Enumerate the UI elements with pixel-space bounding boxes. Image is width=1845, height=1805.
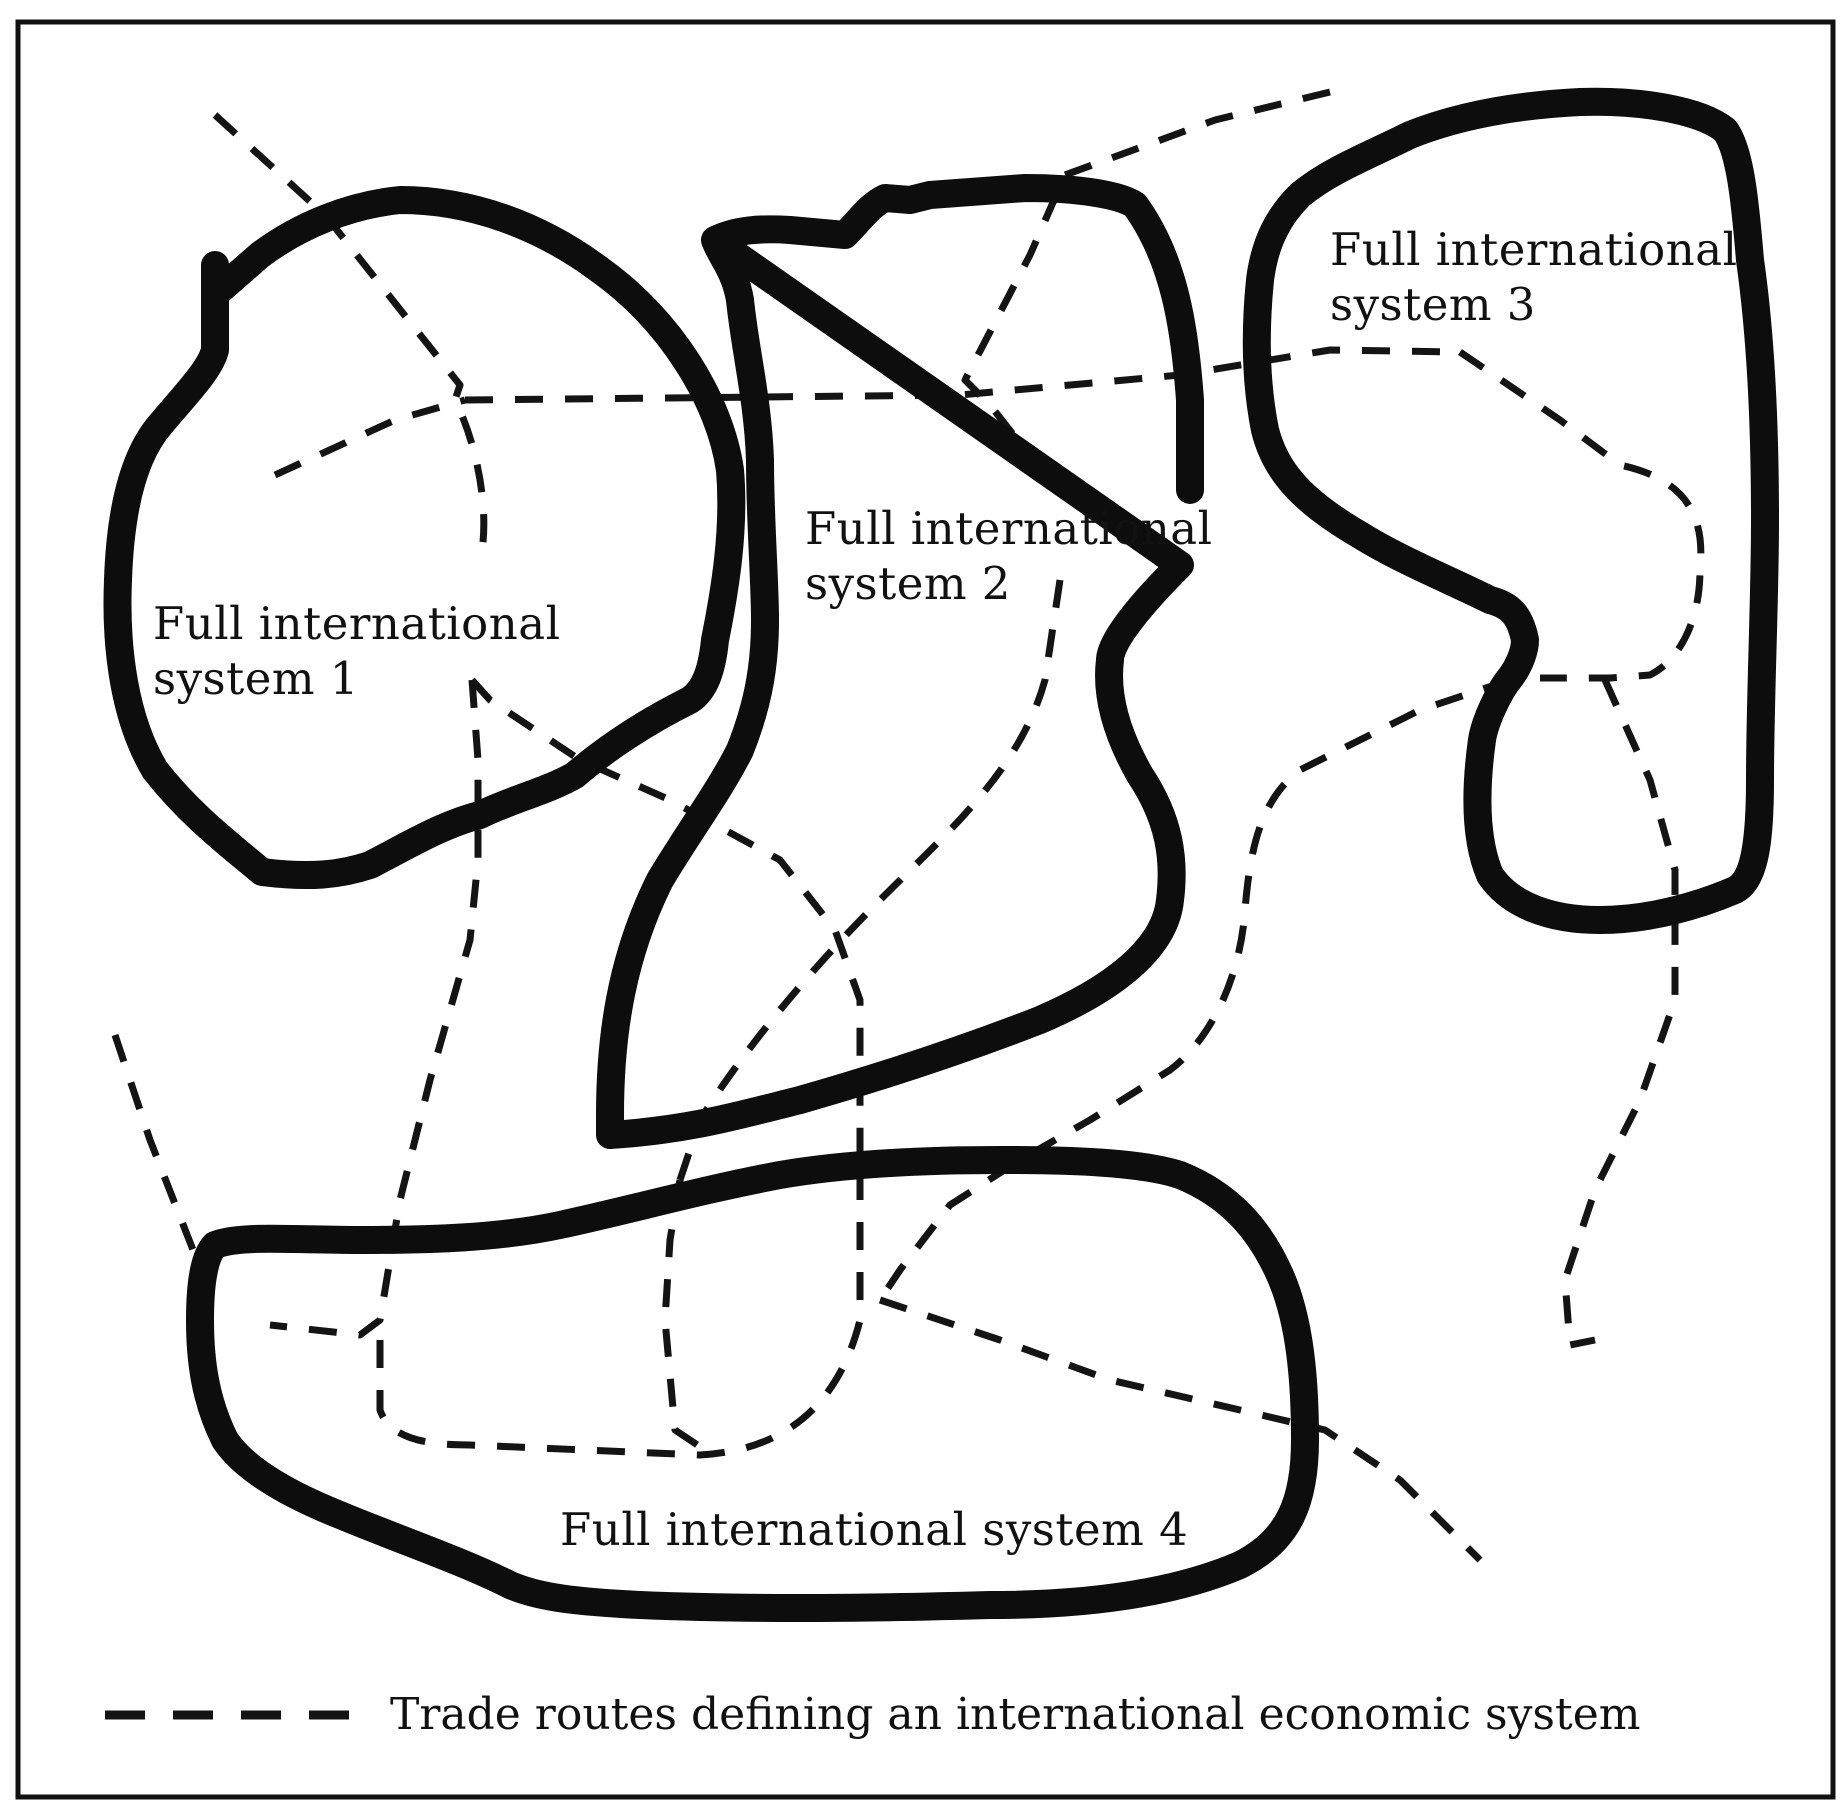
trade-route — [464, 346, 1461, 404]
trade-route — [877, 676, 1512, 1302]
trade-route — [676, 579, 1064, 1182]
trade-route — [661, 1179, 707, 1453]
trade-route — [1458, 349, 1705, 682]
system-3-boundary — [1242, 87, 1779, 934]
system-1-label-line2: system 1 — [153, 652, 359, 705]
trade-route — [273, 396, 466, 479]
system-1-boundary — [103, 186, 746, 890]
system-outlines — [103, 87, 1779, 1623]
system-2-label-line2: system 2 — [805, 557, 1011, 610]
system-2-label-line1: Full international — [805, 502, 1212, 555]
trade-route — [961, 88, 1331, 478]
trade-route — [269, 679, 482, 1339]
system-3-label-line2: system 3 — [1330, 278, 1536, 331]
trade-route — [878, 1296, 1483, 1563]
trade-route — [212, 112, 488, 561]
trade-route — [469, 677, 864, 1160]
system-1-label-line1: Full international — [153, 597, 560, 650]
system-4-label: Full international system 4 — [560, 1503, 1188, 1556]
system-2-boundary — [596, 174, 1204, 1149]
trade-route — [376, 1160, 864, 1459]
system-3-label-line1: Full international — [1330, 223, 1737, 276]
trade-route — [111, 1033, 208, 1268]
trade-route — [1561, 678, 1679, 1349]
legend: Trade routes defining an international e… — [105, 1689, 1640, 1740]
trade-routes — [111, 88, 1705, 1563]
legend-label: Trade routes defining an international e… — [390, 1689, 1640, 1740]
system-4-boundary — [186, 1146, 1319, 1623]
figure-frame — [15, 19, 1836, 1800]
system-labels: Full international system 1 Full interna… — [153, 223, 1737, 1556]
